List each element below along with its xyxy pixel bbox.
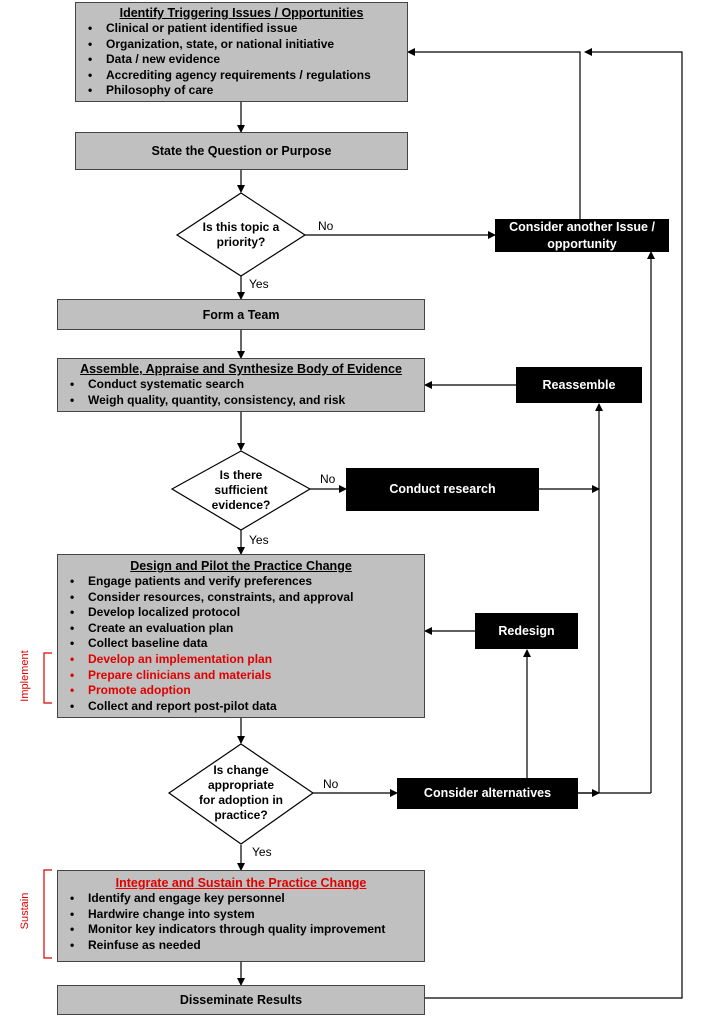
- integrate-item: Monitor key indicators through quality i…: [70, 922, 424, 938]
- identify-item: Organization, state, or national initiat…: [88, 37, 407, 53]
- no-label-evidence: No: [320, 472, 336, 486]
- assemble-evidence-box: Assemble, Appraise and Synthesize Body o…: [57, 358, 425, 412]
- consider-another-label: Consider another Issue / opportunity: [509, 220, 655, 251]
- integrate-title: Integrate and Sustain the Practice Chang…: [115, 876, 367, 890]
- consider-another-box: Consider another Issue / opportunity: [495, 219, 669, 252]
- yes-label-evidence: Yes: [249, 533, 269, 547]
- redesign-label: Redesign: [498, 623, 555, 638]
- integrate-item: Reinfuse as needed: [70, 938, 424, 954]
- conduct-research-label: Conduct research: [389, 482, 496, 497]
- design-item-implement: Promote adoption: [70, 683, 424, 699]
- yes-label-change: Yes: [252, 845, 272, 859]
- form-team-label: Form a Team: [202, 307, 280, 322]
- consider-alternatives-label: Consider alternatives: [423, 786, 552, 801]
- identify-title: Identify Triggering Issues / Opportuniti…: [119, 6, 364, 20]
- decision-evidence-diamond: [170, 450, 312, 531]
- integrate-item: Hardwire change into system: [70, 907, 424, 923]
- identify-item: Clinical or patient identified issue: [88, 21, 407, 37]
- no-label-priority: No: [318, 219, 334, 233]
- implement-bracket: [43, 652, 52, 704]
- disseminate-label: Disseminate Results: [179, 993, 303, 1007]
- assemble-item: Weigh quality, quantity, consistency, an…: [70, 393, 424, 409]
- decision-change-text: Is change appropriate for adoption in pr…: [199, 763, 283, 822]
- design-item: Consider resources, constraints, and app…: [70, 590, 424, 606]
- arrow-consider-another-to-identify: [407, 48, 581, 219]
- design-item-implement: Develop an implementation plan: [70, 652, 424, 668]
- disseminate-box: Disseminate Results: [57, 985, 425, 1015]
- design-pilot-box: Design and Pilot the Practice Change Eng…: [57, 554, 425, 718]
- state-question-label: State the Question or Purpose: [151, 144, 332, 158]
- decision-evidence-text: Is there sufficient evidence?: [211, 467, 271, 512]
- reassemble-box: Reassemble: [516, 367, 642, 403]
- design-item: Develop localized protocol: [70, 605, 424, 621]
- design-item: Collect and report post-pilot data: [70, 699, 424, 715]
- integrate-item: Identify and engage key personnel: [70, 891, 424, 907]
- integrate-sustain-box: Integrate and Sustain the Practice Chang…: [57, 870, 425, 962]
- conduct-research-box: Conduct research: [346, 468, 539, 511]
- sustain-bracket: [43, 869, 52, 959]
- identify-item: Accrediting agency requirements / regula…: [88, 68, 407, 84]
- design-item: Engage patients and verify preferences: [70, 574, 424, 590]
- reassemble-label: Reassemble: [542, 377, 616, 392]
- decision-change-diamond: [167, 743, 315, 845]
- redesign-box: Redesign: [475, 613, 578, 649]
- design-item: Collect baseline data: [70, 636, 424, 652]
- sustain-label: Sustain: [19, 892, 31, 930]
- no-label-change: No: [323, 777, 339, 791]
- design-item: Create an evaluation plan: [70, 621, 424, 637]
- identify-triggers-box: Identify Triggering Issues / Opportuniti…: [75, 2, 408, 102]
- assemble-title: Assemble, Appraise and Synthesize Body o…: [80, 362, 402, 376]
- form-team-box: Form a Team: [57, 299, 425, 330]
- decision-priority-diamond: [175, 192, 307, 277]
- design-title: Design and Pilot the Practice Change: [130, 559, 352, 573]
- implement-label: Implement: [19, 650, 31, 702]
- state-question-box: State the Question or Purpose: [75, 132, 408, 170]
- arrow-disseminate-loop: [425, 48, 683, 999]
- decision-priority-text: Is this topic a priority?: [202, 220, 280, 249]
- assemble-item: Conduct systematic search: [70, 377, 424, 393]
- yes-label-priority: Yes: [249, 277, 269, 291]
- consider-alternatives-box: Consider alternatives: [397, 778, 578, 809]
- identify-item: Data / new evidence: [88, 52, 407, 68]
- design-item-implement: Prepare clinicians and materials: [70, 668, 424, 684]
- identify-item: Philosophy of care: [88, 83, 407, 99]
